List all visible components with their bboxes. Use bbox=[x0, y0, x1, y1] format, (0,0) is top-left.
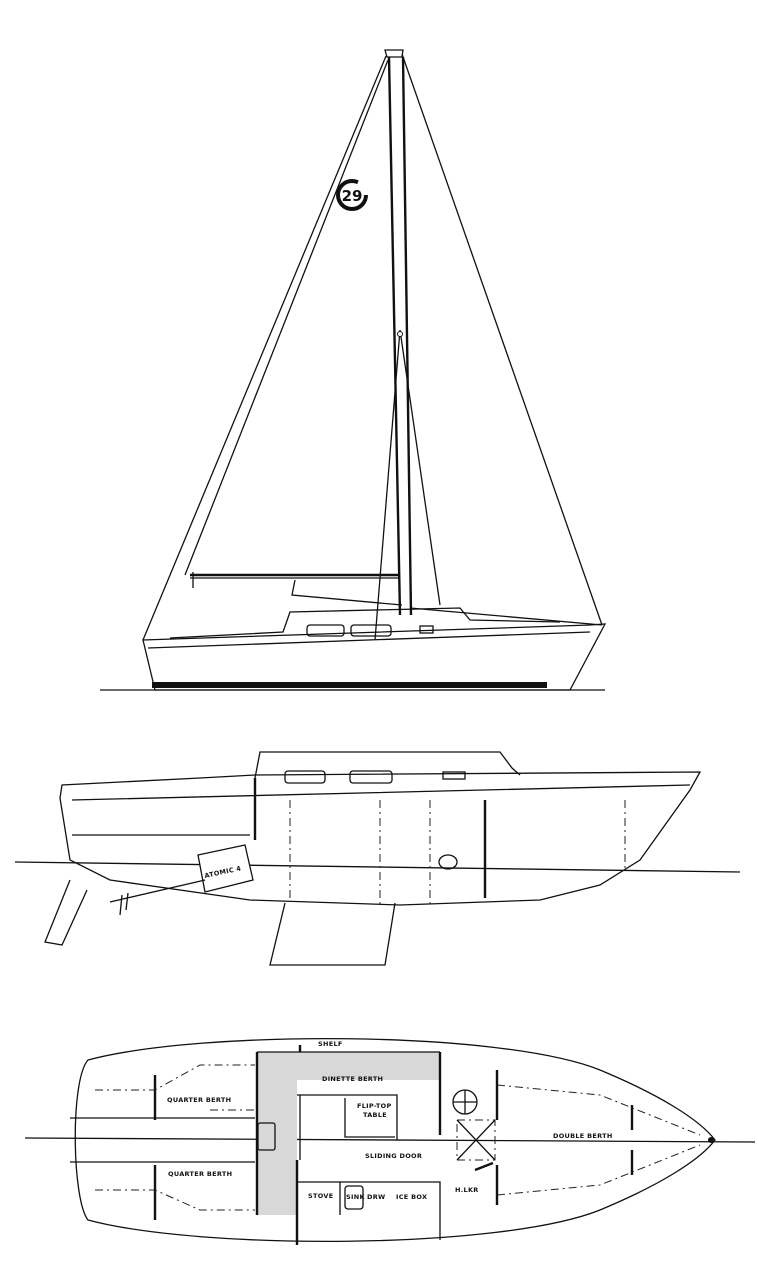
port-light bbox=[442, 771, 466, 780]
label-double-berth: DOUBLE BERTH bbox=[553, 1132, 613, 1140]
prop-shaft bbox=[109, 879, 206, 903]
masthead bbox=[384, 49, 404, 58]
label-drawer: DRW bbox=[367, 1193, 385, 1201]
sheer-line bbox=[147, 631, 591, 649]
port-light bbox=[349, 770, 393, 784]
sail-plan: 29 bbox=[100, 49, 607, 691]
bulkheads bbox=[289, 800, 626, 905]
dodger bbox=[291, 579, 403, 606]
label-quarter-berth-port: QUARTER BERTH bbox=[167, 1096, 231, 1104]
spreader-fitting bbox=[397, 331, 403, 337]
galley-counter bbox=[298, 1181, 441, 1240]
bottom-paint bbox=[152, 682, 547, 688]
backstay bbox=[142, 55, 387, 641]
logo-29: 29 bbox=[336, 179, 368, 211]
cockpit-well bbox=[70, 1117, 255, 1163]
mast bbox=[387, 56, 413, 616]
hull-topsides bbox=[142, 623, 607, 691]
jib-leech bbox=[184, 59, 389, 576]
head-toilet-cross bbox=[453, 1090, 477, 1114]
rudder bbox=[44, 879, 88, 946]
propeller bbox=[119, 892, 129, 916]
port-light bbox=[350, 624, 392, 637]
chart-locker bbox=[257, 1122, 276, 1151]
label-hanging-locker: H.LKR bbox=[455, 1186, 479, 1194]
head-toilet bbox=[438, 854, 458, 870]
logo-text: 29 bbox=[342, 187, 363, 205]
label-shelf: SHELF bbox=[318, 1040, 343, 1048]
mast-step-x bbox=[456, 1119, 496, 1161]
dinette-outline bbox=[257, 1051, 440, 1160]
label-dinette-berth: DINETTE BERTH bbox=[322, 1075, 383, 1083]
sink bbox=[344, 1185, 364, 1210]
keel bbox=[269, 902, 396, 966]
cabin-trunk bbox=[169, 607, 561, 639]
label-flip-top-2: TABLE bbox=[363, 1111, 387, 1119]
label-ice-box: ICE BOX bbox=[396, 1193, 427, 1201]
label-quarter-berth-stbd: QUARTER BERTH bbox=[168, 1170, 232, 1178]
dinette-shading bbox=[257, 1052, 440, 1080]
lower-shroud bbox=[374, 329, 441, 641]
label-stove: STOVE bbox=[308, 1192, 333, 1200]
label-sliding-door: SLIDING DOOR bbox=[365, 1152, 422, 1160]
berth-lines bbox=[95, 1064, 701, 1211]
sliding-door bbox=[474, 1161, 494, 1172]
deck-line bbox=[71, 784, 691, 836]
bulkhead-solid bbox=[253, 778, 487, 898]
forestay bbox=[401, 53, 603, 626]
boom-line bbox=[190, 572, 400, 588]
port-light bbox=[419, 625, 434, 634]
main-bulkheads bbox=[153, 1045, 634, 1245]
label-flip-top-1: FLIP-TOP bbox=[357, 1102, 392, 1110]
engine: ATOMIC 4 bbox=[197, 844, 254, 893]
plan-centerline bbox=[24, 1137, 756, 1143]
waterline bbox=[14, 861, 741, 873]
jib-foot bbox=[409, 607, 603, 626]
inboard-profile: ATOMIC 4 bbox=[14, 751, 741, 966]
cabin-house bbox=[254, 751, 521, 779]
hull-profile bbox=[59, 771, 702, 906]
port-light bbox=[306, 624, 345, 637]
label-sink: SINK bbox=[346, 1193, 365, 1201]
bow-fitting bbox=[708, 1137, 714, 1143]
accommodation-plan: SHELF DINETTE BERTH FLIP-TOP TABLE QUART… bbox=[24, 1037, 756, 1245]
galley-shading bbox=[257, 1080, 297, 1215]
port-light bbox=[284, 770, 326, 784]
mast-step bbox=[456, 1119, 496, 1161]
hull-outline bbox=[74, 1037, 716, 1243]
